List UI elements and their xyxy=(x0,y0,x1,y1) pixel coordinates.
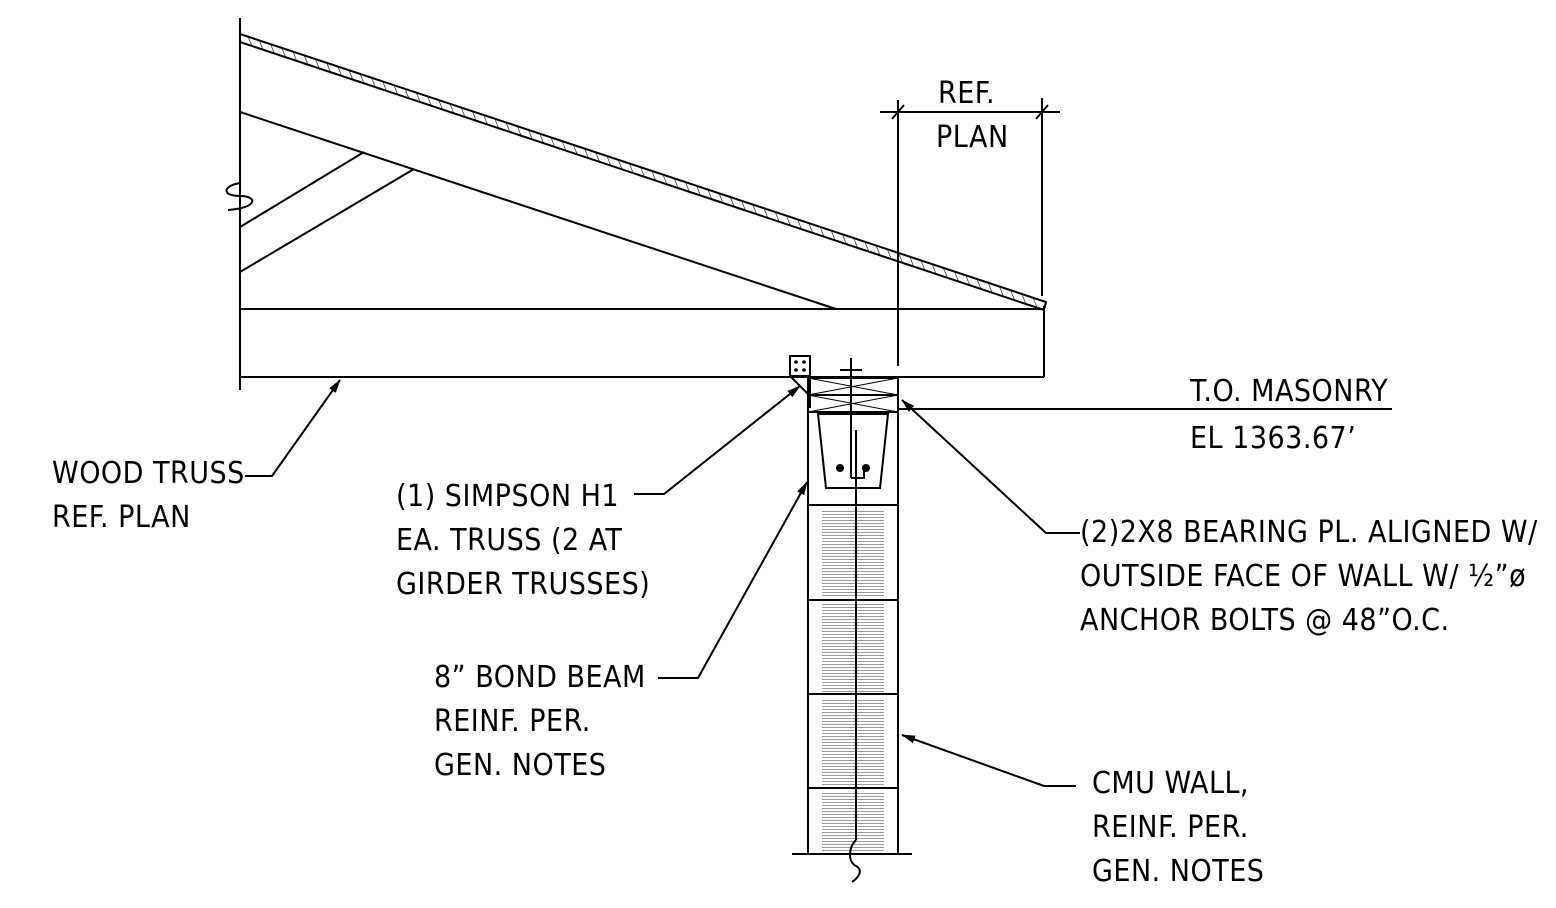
leaders xyxy=(245,379,1080,787)
note-wood-truss: WOOD TRUSS REF. PLAN xyxy=(52,456,245,535)
leader-bond-beam xyxy=(658,481,808,679)
cmu-block xyxy=(822,510,884,598)
break-symbol xyxy=(225,182,254,211)
leader-bearing xyxy=(901,399,1080,534)
rebar xyxy=(836,464,844,472)
leader-simpson xyxy=(634,385,801,495)
elevation-label-line2: EL 1363.67’ xyxy=(1190,421,1357,456)
note-bearing-plate: (2)2X8 BEARING PL. ALIGNED W/ OUTSIDE FA… xyxy=(1080,515,1538,638)
note-bond-beam: 8” BOND BEAM REINF. PER. GEN. NOTES xyxy=(434,660,646,783)
wood-truss xyxy=(225,18,1048,390)
dimension-label-line2: PLAN xyxy=(936,120,1009,155)
cmu-block xyxy=(822,604,884,692)
note-cmu-wall: CMU WALL, REINF. PER. GEN. NOTES xyxy=(1092,766,1265,889)
cmu-wall xyxy=(792,411,912,883)
bearing-plate xyxy=(807,377,899,413)
simpson-h1-clip xyxy=(789,355,811,408)
web-member xyxy=(239,168,415,273)
top-chord xyxy=(239,111,837,310)
rebar-break xyxy=(849,839,861,883)
dimension-label-line1: REF. xyxy=(938,76,996,111)
dimension-ref-plan xyxy=(880,98,1060,366)
leader-truss xyxy=(245,379,341,477)
note-simpson-h1: (1) SIMPSON H1 EA. TRUSS (2 AT GIRDER TR… xyxy=(396,479,651,602)
bond-beam-cell xyxy=(816,413,890,489)
roof-sheathing xyxy=(239,32,1048,312)
cmu-block xyxy=(822,698,884,786)
anchor-bolt xyxy=(840,358,865,479)
web-member xyxy=(239,151,365,228)
elevation-label-line1: T.O. MASONRY xyxy=(1190,374,1389,409)
leader-cmu xyxy=(901,734,1076,787)
